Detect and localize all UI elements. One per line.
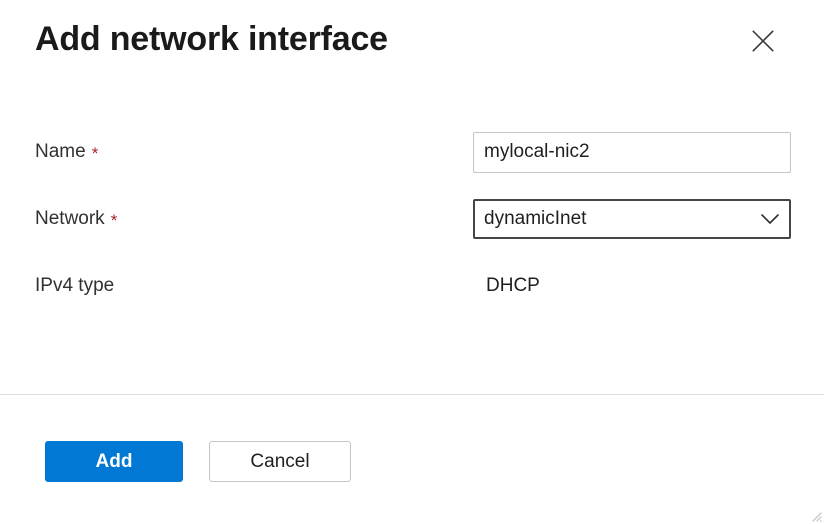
resize-grip-icon[interactable]	[806, 506, 822, 523]
add-button[interactable]: Add	[45, 441, 183, 482]
label-network: Network *	[35, 206, 117, 232]
cancel-button[interactable]: Cancel	[209, 441, 351, 482]
label-ipv4-type-text: IPv4 type	[35, 275, 115, 296]
ipv4-type-value: DHCP	[486, 275, 540, 296]
form-row-network: Network * dynamicInet	[0, 198, 824, 240]
network-dropdown[interactable]: dynamicInet	[473, 199, 791, 239]
required-asterisk: *	[110, 211, 118, 230]
form-row-ipv4-type: IPv4 type DHCP	[0, 265, 824, 307]
label-name-text: Name	[35, 141, 86, 162]
network-dropdown-value: dynamicInet	[484, 208, 587, 229]
control-ipv4-type: DHCP	[473, 273, 791, 299]
close-button[interactable]	[746, 24, 780, 58]
name-input[interactable]	[473, 131, 791, 173]
label-ipv4-type: IPv4 type	[35, 273, 120, 299]
page-title: Add network interface	[35, 20, 388, 58]
required-asterisk: *	[91, 144, 99, 163]
control-network: dynamicInet	[473, 199, 791, 239]
control-name	[473, 131, 791, 173]
close-icon	[752, 30, 774, 52]
label-name: Name *	[35, 139, 98, 165]
form-row-name: Name *	[0, 131, 824, 173]
dialog-footer: Add Cancel	[0, 395, 824, 524]
label-network-text: Network	[35, 208, 105, 229]
chevron-down-icon[interactable]	[751, 213, 789, 225]
footer-divider	[0, 394, 824, 395]
dialog-header: Add network interface	[0, 0, 824, 100]
form-body: Name * Network * dynamicInet	[0, 110, 824, 394]
